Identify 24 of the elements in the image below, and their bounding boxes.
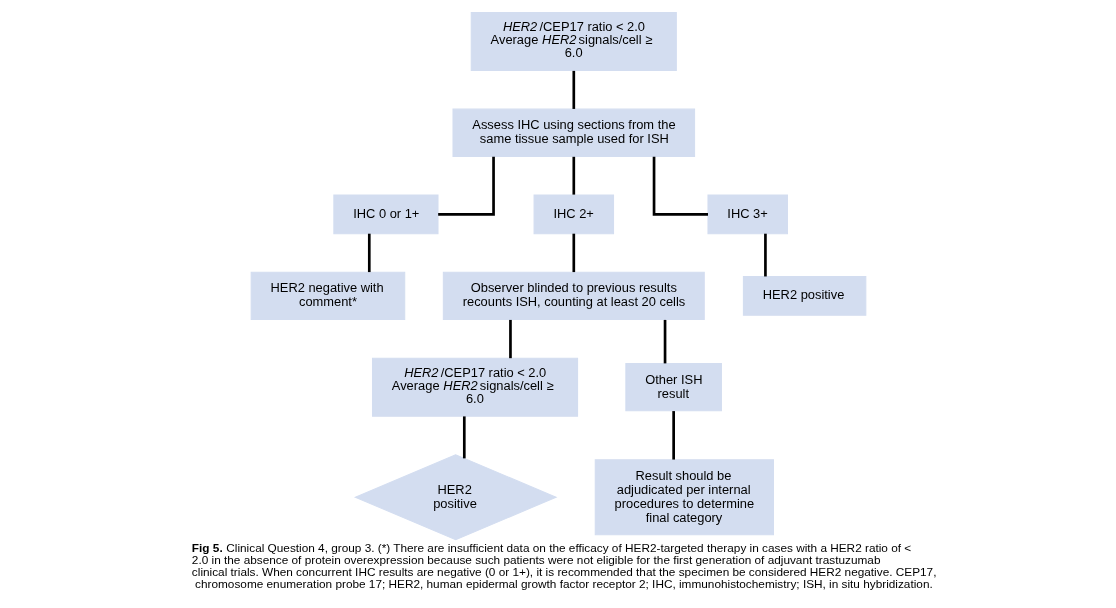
connector	[663, 319, 666, 364]
node-box: HER2/CEP17 ratio < 2.0 Average HER2 signals/cell ≥ 6.0	[470, 12, 677, 72]
connector	[367, 233, 371, 273]
node-box: Result should be adjudicated per internal procedures to determine final category	[594, 459, 774, 536]
node-box: HER2 negative with comment*	[250, 271, 405, 321]
connector	[462, 416, 466, 459]
connector	[508, 319, 512, 359]
connector	[763, 233, 767, 277]
connector	[571, 70, 575, 109]
node-box: IHC 0 or 1+	[332, 194, 439, 235]
caption: Fig 5. Clinical Question 4, group 3. (*) There are insufficient data on the efficacy of HER2-targeted therapy in cases with a HER2 ratio of < 2.0 in the absence of protein overexpression because such patients were not eligible for the first generation of adjuvant trastuzumab clinical trials. When concurrent IHC results are negative (0 or 1+), it is recommended that the specimen be considered HER2 negative. CEP17, chromosome enumeration probe 17; HER2, human epidermal growth factor receptor 2; IHC, immunohistochemistry; ISH, in situ hybridization.	[191, 541, 936, 591]
node-box: Assess IHC using sections from the same tissue sample used for ISH	[452, 108, 695, 157]
node-box: IHC 3+	[706, 194, 788, 235]
connector	[652, 156, 708, 216]
node-box: IHC 2+	[533, 194, 614, 235]
connector	[571, 233, 575, 273]
connector	[671, 411, 675, 460]
connector	[571, 156, 575, 195]
node-box: Other ISH result	[624, 363, 722, 412]
node-box: HER2/CEP17 ratio < 2.0 Average HER2 signals/cell ≥ 6.0	[371, 357, 578, 417]
node-box: Observer blinded to previous results recounts ISH, counting at least 20 cells	[442, 271, 705, 321]
connector	[437, 156, 495, 216]
node-box: HER2 positive	[742, 276, 866, 316]
node-diamond: HER2 positive	[353, 454, 557, 541]
